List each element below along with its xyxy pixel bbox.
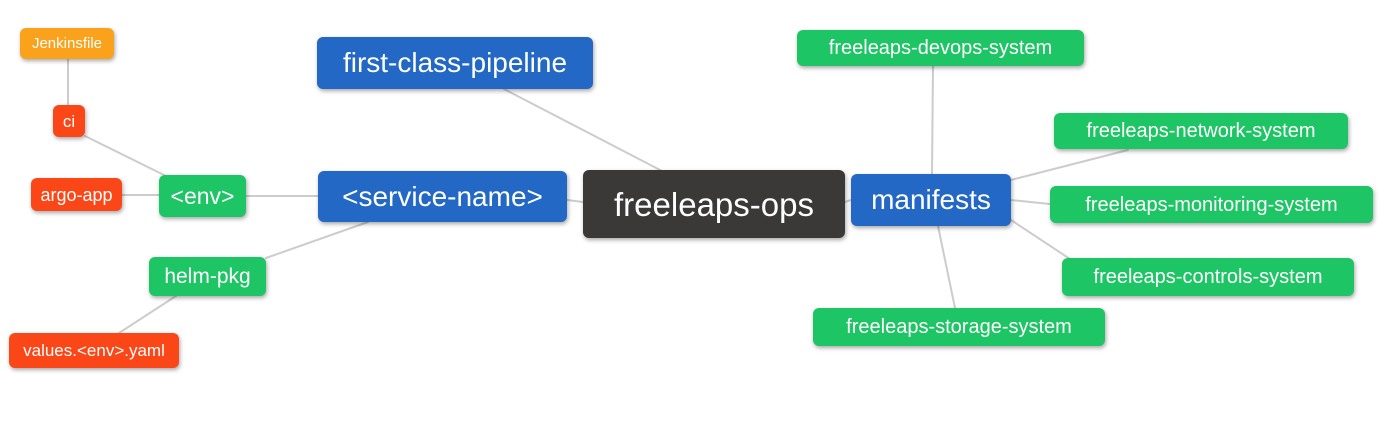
node-jenkinsfile[interactable]: Jenkinsfile xyxy=(20,28,114,59)
node-manifests[interactable]: manifests xyxy=(851,174,1011,226)
node-freeleaps-storage-system[interactable]: freeleaps-storage-system xyxy=(813,308,1105,346)
node-label: Jenkinsfile xyxy=(31,35,103,52)
node-first-class-pipeline[interactable]: first-class-pipeline xyxy=(317,37,593,89)
edge-helm-pkg-to-values-env-yaml xyxy=(118,295,177,334)
node-label: freeleaps-network-system xyxy=(1086,120,1316,142)
node-label: freeleaps-storage-system xyxy=(846,316,1072,338)
node-label: freeleaps-devops-system xyxy=(828,37,1053,59)
node-label: first-class-pipeline xyxy=(342,47,568,78)
node-freeleaps-monitoring-system[interactable]: freeleaps-monitoring-system xyxy=(1050,186,1373,223)
node-ci[interactable]: ci xyxy=(53,105,85,137)
node-service-name[interactable]: <service-name> xyxy=(318,171,567,222)
edge-service-name-to-helm-pkg xyxy=(265,221,369,259)
node-label: values.<env>.yaml xyxy=(23,341,165,360)
node-helm-pkg[interactable]: helm-pkg xyxy=(149,257,266,296)
edge-manifests-to-freeleaps-storage-system xyxy=(937,225,956,309)
node-label: freeleaps-monitoring-system xyxy=(1085,193,1338,216)
edge-manifests-to-freeleaps-controls-system xyxy=(1010,219,1071,260)
edge-ci-to-env xyxy=(84,135,167,177)
node-label: freeleaps-controls-system xyxy=(1093,266,1323,288)
edge-manifests-to-freeleaps-devops-system xyxy=(931,65,934,175)
node-env[interactable]: <env> xyxy=(159,175,246,217)
node-label: helm-pkg xyxy=(164,265,251,288)
node-freeleaps-controls-system[interactable]: freeleaps-controls-system xyxy=(1062,258,1354,296)
node-label: <service-name> xyxy=(342,180,543,212)
node-freeleaps-network-system[interactable]: freeleaps-network-system xyxy=(1054,113,1348,149)
edge-first-class-pipeline-to-freeleaps-ops xyxy=(503,88,663,172)
node-freeleaps-devops-system[interactable]: freeleaps-devops-system xyxy=(797,30,1084,66)
node-label: manifests xyxy=(871,184,991,215)
node-values-env-yaml[interactable]: values.<env>.yaml xyxy=(9,333,179,368)
node-label: argo-app xyxy=(40,184,113,205)
node-argo-app[interactable]: argo-app xyxy=(31,178,122,211)
node-label: ci xyxy=(62,111,76,131)
node-label: <env> xyxy=(170,182,235,209)
node-freeleaps-ops[interactable]: freeleaps-ops xyxy=(583,170,845,238)
edge-manifests-to-freeleaps-network-system xyxy=(1010,149,1129,181)
edge-freeleaps-ops-to-manifests xyxy=(844,199,852,203)
edge-service-name-to-freeleaps-ops xyxy=(566,199,584,203)
edge-manifests-to-freeleaps-monitoring-system xyxy=(1010,199,1051,205)
node-label: freeleaps-ops xyxy=(614,185,814,223)
